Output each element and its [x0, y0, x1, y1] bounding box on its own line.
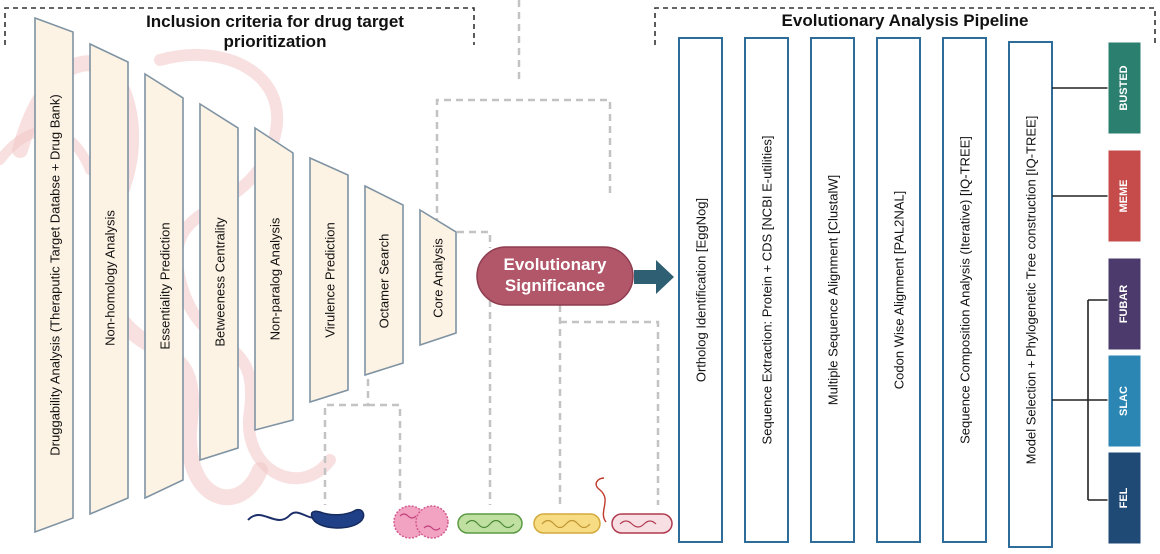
connector-lines [323, 0, 660, 505]
pipeline-label-model-selection: Model Selection + Phylogenetic Tree cons… [1023, 115, 1039, 465]
bacterium-yellow-rod-icon [533, 513, 601, 534]
bacterium-rod-flagellum-icon [247, 508, 365, 529]
pill-label-line2: Significance [504, 276, 606, 295]
funnel-step-2 [89, 42, 129, 516]
funnel-label-druggability: Druggability Analysis (Theraputic Target… [47, 94, 63, 456]
bacterium-green-rod-icon [457, 513, 523, 534]
pipeline-boxes [678, 37, 1053, 548]
funnel-label-non-homology: Non-homology Analysis [102, 210, 118, 346]
funnel-step-1 [34, 16, 74, 534]
pipeline-label-msa: Multiple Sequence Alignment [ClustalW] [825, 174, 841, 406]
pipeline-box-5 [942, 37, 987, 543]
method-boxes [1107, 41, 1142, 545]
method-box-slac [1107, 354, 1142, 448]
pipeline-box-6 [1008, 41, 1053, 548]
funnel-label-octamer: Octamer Search [376, 233, 392, 329]
left-panel-title-line2: prioritization [223, 32, 327, 51]
pill-label-line1: Evolutionary [503, 255, 607, 274]
arrow-right-icon [634, 260, 674, 294]
pipeline-box-4 [876, 37, 921, 543]
bacterium-red-rod-flagellum-icon [595, 477, 673, 534]
funnel-steps [34, 16, 457, 534]
bacterium-diplococcus-icon [393, 505, 449, 539]
method-label-fel: FEL [1118, 487, 1130, 509]
evolutionary-significance-pill [476, 246, 634, 306]
method-box-fel [1107, 451, 1142, 545]
funnel-label-virulence: Virulence Prediction [322, 222, 338, 338]
right-title-bracket [654, 7, 1156, 45]
funnel-step-7 [364, 184, 404, 377]
left-panel-title-line1: Inclusion criteria for drug target [146, 12, 404, 31]
method-box-meme [1107, 149, 1142, 243]
right-panel-title: Evolutionary Analysis Pipeline [781, 11, 1029, 30]
method-box-fubar [1107, 257, 1142, 351]
left-panel-title: Inclusion criteria for drug target prior… [80, 12, 470, 52]
funnel-label-essentiality: Essentiality Prediction [157, 222, 173, 350]
funnel-step-3 [144, 72, 184, 500]
method-connectors [1052, 87, 1108, 501]
pipeline-label-sequence-extraction: Sequence Extraction: Protein + CDS [NCBI… [759, 135, 775, 445]
pipeline-label-sequence-composition: Sequence Composition Analysis (Iterative… [957, 136, 973, 444]
left-title-bracket [4, 7, 475, 45]
funnel-step-5 [254, 126, 294, 432]
pipeline-box-2 [744, 37, 789, 543]
pipeline-box-3 [810, 37, 855, 543]
funnel-step-6 [309, 156, 349, 404]
funnel-step-4 [199, 102, 239, 462]
pipeline-box-1 [678, 37, 723, 543]
method-label-busted: BUSTED [1118, 65, 1130, 111]
method-box-busted [1107, 41, 1142, 135]
evolutionary-significance-label: Evolutionary Significance [477, 254, 633, 296]
method-label-slac: SLAC [1118, 386, 1130, 416]
pipeline-label-codon-alignment: Codon Wise Alignment [PAL2NAL] [891, 190, 907, 390]
funnel-step-8 [419, 208, 457, 347]
funnel-label-betweeness: Betweeness Centrality [212, 217, 228, 347]
method-label-meme: MEME [1118, 179, 1130, 213]
pipeline-label-ortholog: Ortholog Identification [EggNog] [693, 197, 709, 383]
funnel-label-core-analysis: Core Analysis [430, 238, 446, 318]
funnel-label-non-paralog: Non-paralog Analysis [267, 217, 283, 341]
method-label-fubar: FUBAR [1118, 284, 1130, 324]
